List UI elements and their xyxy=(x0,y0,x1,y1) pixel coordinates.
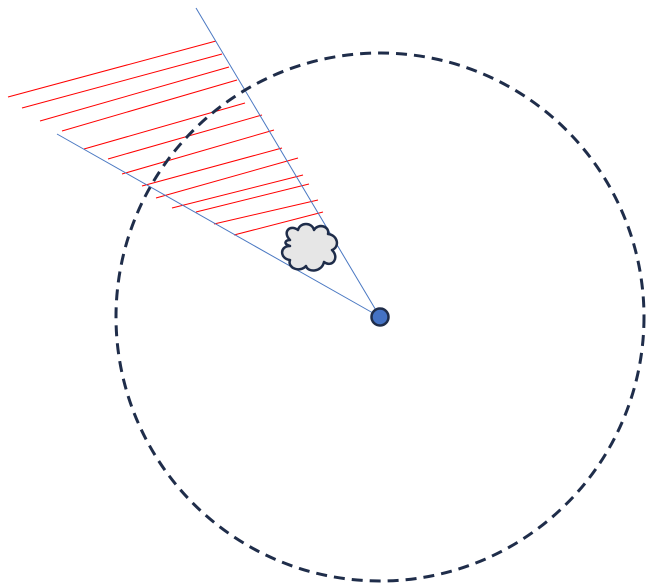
hatch-line xyxy=(39,66,230,122)
hatch-line xyxy=(121,129,275,175)
hatch-line xyxy=(61,79,238,132)
hatch-line xyxy=(83,102,246,150)
hatch-line xyxy=(195,183,310,213)
cloud-icon xyxy=(280,222,339,272)
hatch-line xyxy=(141,147,283,187)
hatch-line xyxy=(107,114,263,160)
hatch-line xyxy=(155,157,299,199)
hatch-line xyxy=(233,211,324,236)
hatch-line xyxy=(171,174,304,209)
hatch-line xyxy=(7,40,217,98)
source-point-icon xyxy=(370,307,390,327)
shadow-region-hatching xyxy=(7,40,324,236)
range-circle xyxy=(114,51,646,583)
lower-boundary-ray xyxy=(56,133,381,318)
hatch-line xyxy=(21,53,223,109)
upper-boundary-ray xyxy=(195,7,381,318)
hatch-line xyxy=(213,199,319,225)
